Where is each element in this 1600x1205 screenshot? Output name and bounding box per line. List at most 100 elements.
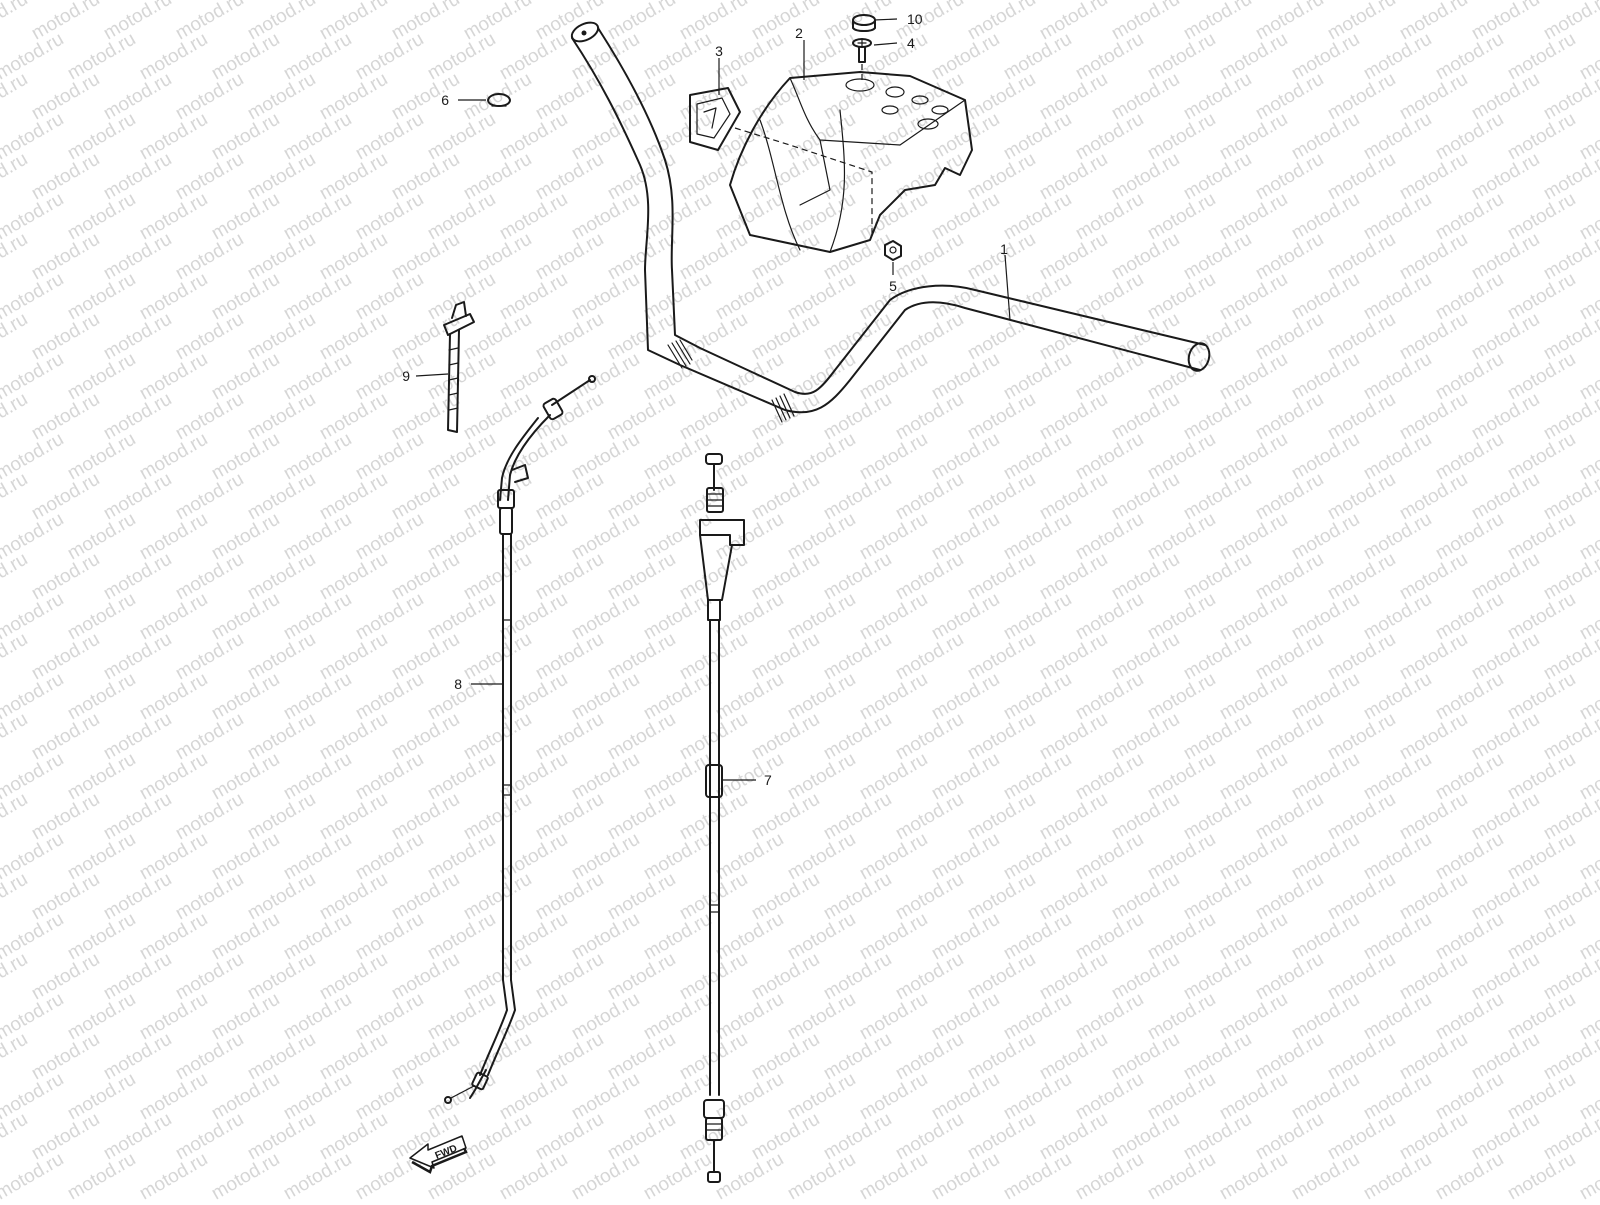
watermark-text: motod.ru [28,789,103,845]
watermark-text: motod.ru [496,349,571,405]
watermark-text: motod.ru [136,109,211,165]
watermark-text: motod.ru [1072,1149,1147,1200]
watermark-text: motod.ru [172,389,247,445]
watermark-text: motod.ru [748,1109,823,1165]
watermark-text: motod.ru [496,29,571,85]
watermark-text: motod.ru [1468,629,1543,685]
watermark-text: motod.ru [1216,269,1291,325]
watermark-text: motod.ru [1504,669,1579,725]
watermark-text: motod.ru [208,909,283,965]
watermark-text: motod.ru [1504,29,1579,85]
watermark-text: motod.ru [1108,949,1183,1005]
watermark-text: motod.ru [424,189,499,245]
watermark-text: motod.ru [172,229,247,285]
watermark-text: motod.ru [676,0,751,44]
watermark-text: motod.ru [1108,69,1183,125]
watermark-text: motod.ru [892,149,967,205]
watermark-text: motod.ru [1396,149,1471,205]
watermark-text: motod.ru [28,629,103,685]
watermark-text: motod.ru [1180,229,1255,285]
watermark-text: motod.ru [0,69,31,125]
watermark-text: motod.ru [208,29,283,85]
watermark-text: motod.ru [1180,869,1255,925]
watermark-text: motod.ru [1000,829,1075,885]
watermark-text: motod.ru [1504,269,1579,325]
watermark-text: motod.ru [1468,309,1543,365]
handlebar-cover [729,71,973,253]
callout-2: 2 [795,25,803,41]
watermark-text: motod.ru [280,749,355,805]
watermark-text: motod.ru [1360,109,1435,165]
leader-lines [415,18,1011,781]
watermark-text: motod.ru [1036,709,1111,765]
watermark-text: motod.ru [1324,949,1399,1005]
watermark-text: motod.ru [244,709,319,765]
watermark-text: motod.ru [136,749,211,805]
watermark-text: motod.ru [388,1029,463,1085]
watermark-text: motod.ru [316,949,391,1005]
watermark-text: motod.ru [280,989,355,1045]
watermark-text: motod.ru [388,709,463,765]
watermark-text: motod.ru [1288,269,1363,325]
watermark-text: motod.ru [352,269,427,325]
watermark-text: motod.ru [1504,189,1579,245]
watermark-text: motod.ru [316,709,391,765]
watermark-text: motod.ru [0,709,31,765]
watermark-text: motod.ru [1036,949,1111,1005]
watermark-text: motod.ru [928,1149,1003,1200]
watermark-text: motod.ru [1324,549,1399,605]
watermark-text: motod.ru [568,509,643,565]
watermark-text: motod.ru [1216,1149,1291,1200]
watermark-text: motod.ru [1396,629,1471,685]
watermark-text: motod.ru [1180,389,1255,445]
watermark-text: motod.ru [1252,469,1327,525]
watermark-text: motod.ru [892,389,967,445]
watermark-text: motod.ru [1324,0,1399,44]
screw [852,38,872,63]
watermark-text: motod.ru [1360,989,1435,1045]
watermark-text: motod.ru [712,269,787,325]
watermark-text: motod.ru [568,909,643,965]
watermark-text: motod.ru [280,589,355,645]
watermark-text: motod.ru [496,269,571,325]
watermark-text: motod.ru [568,189,643,245]
watermark-text: motod.ru [1432,669,1507,725]
watermark-text: motod.ru [568,669,643,725]
watermark-text: motod.ru [568,29,643,85]
watermark-text: motod.ru [1288,749,1363,805]
watermark-text: motod.ru [640,749,715,805]
watermark-text: motod.ru [1324,469,1399,525]
watermark-text: motod.ru [784,989,859,1045]
watermark-text: motod.ru [424,109,499,165]
watermark-text: motod.ru [172,149,247,205]
assembly-lines [734,64,873,238]
watermark-text: motod.ru [820,469,895,525]
watermark-text: motod.ru [1432,189,1507,245]
watermark-text: motod.ru [388,69,463,125]
watermark-text: motod.ru [604,0,679,44]
watermark-text: motod.ru [856,669,931,725]
watermark-text: motod.ru [280,1069,355,1125]
watermark-text: motod.ru [1288,1069,1363,1125]
watermark-text: motod.ru [1072,189,1147,245]
watermark-text: motod.ru [316,549,391,605]
watermark-text: motod.ru [172,309,247,365]
watermark-text: motod.ru [1072,509,1147,565]
watermark-text: motod.ru [1072,829,1147,885]
watermark-text: motod.ru [892,789,967,845]
watermark-text: motod.ru [1072,109,1147,165]
watermark-text: motod.ru [1108,629,1183,685]
watermark-text: motod.ru [1216,829,1291,885]
watermark-text: motod.ru [28,469,103,525]
watermark-text: motod.ru [820,69,895,125]
watermark-text: motod.ru [1036,229,1111,285]
watermark-text: motod.ru [1216,189,1291,245]
watermark-text: motod.ru [1000,269,1075,325]
watermark-text: motod.ru [388,469,463,525]
watermark-text: motod.ru [1000,589,1075,645]
watermark-text: motod.ru [460,629,535,685]
watermark-text: motod.ru [388,229,463,285]
watermark-text: motod.ru [820,0,895,44]
watermark-text: motod.ru [1036,1029,1111,1085]
watermark-text: motod.ru [1324,869,1399,925]
